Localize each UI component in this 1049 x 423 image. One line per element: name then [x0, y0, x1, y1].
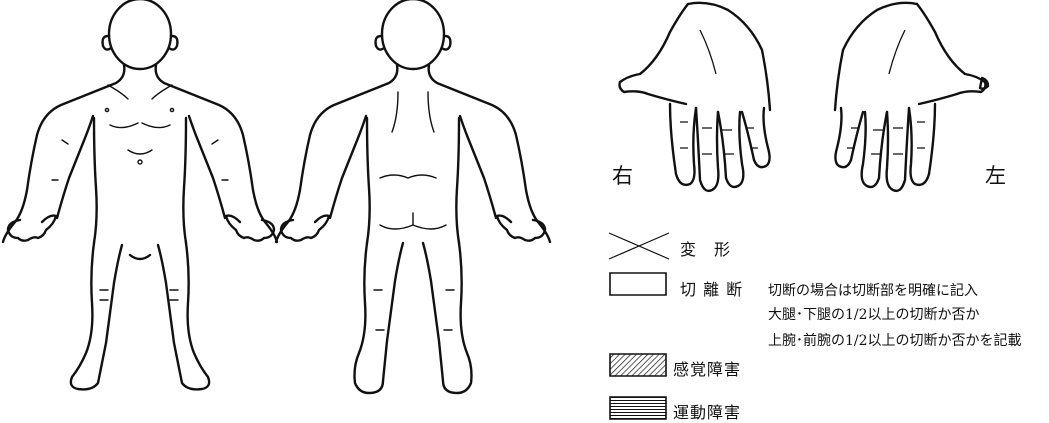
motor-swatch: [609, 396, 667, 420]
note-line-1: 切断の場合は切断部を明確に記入: [768, 280, 978, 300]
sensory-label: 感覚障害: [673, 356, 741, 380]
body-front-figure: [0, 0, 280, 423]
front-head: [109, 0, 171, 69]
left-hand-label: 左: [985, 160, 1006, 190]
note-line-2: 大腿･下腿の1/2以上の切断か否か: [768, 304, 980, 324]
sensory-swatch: [609, 353, 667, 377]
right-hand-label: 右: [612, 160, 633, 190]
amputation-label: 切 離 断: [680, 276, 743, 300]
back-head: [382, 0, 444, 69]
left-hand-figure: [820, 0, 995, 200]
deformity-label: 変 形: [680, 236, 731, 260]
note-line-3: 上腕･前腕の1/2以上の切断か否かを記載: [768, 330, 1022, 350]
motor-label: 運動障害: [673, 399, 741, 423]
right-hand-figure: [610, 0, 785, 200]
body-back-figure: [270, 0, 570, 423]
deformity-swatch: [608, 231, 670, 261]
amputation-swatch: [609, 272, 667, 296]
